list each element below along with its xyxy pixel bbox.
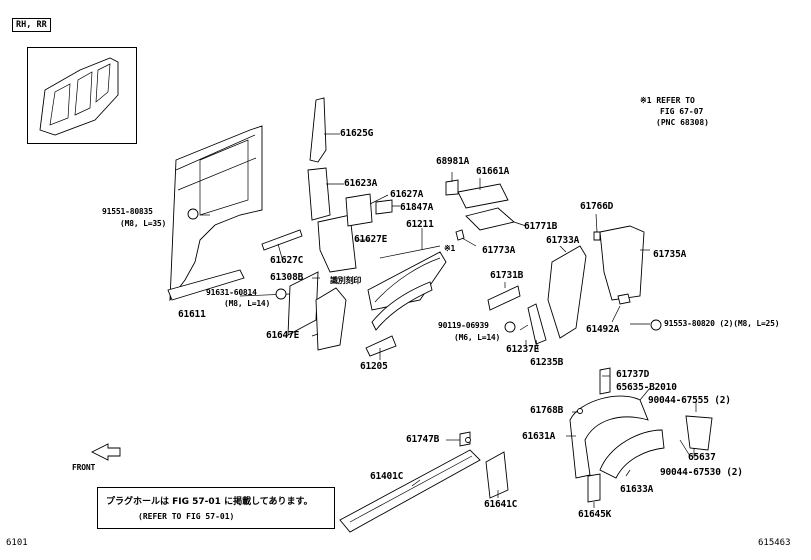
bracket-61205 [365,335,397,357]
panel-61735A [599,225,645,301]
panel-61633A [599,429,665,479]
front-label: FRONT [72,463,96,472]
label-61731B: 61731B [490,270,524,281]
label-61627A: 61627A [390,189,424,200]
wheelhouse-61631A [569,395,649,479]
panel-61623A [307,167,331,221]
label-61308B: 61308B [270,272,304,283]
label-61205: 61205 [360,361,388,372]
bracket-65637 [685,415,713,451]
label-61611: 61611 [178,309,206,320]
wheelhouse-61211 [367,251,447,311]
label-61211: 61211 [406,219,434,230]
label-91551-spec: (M8, L=35) [120,219,167,228]
label-61401C: 61401C [370,471,404,482]
panel-61733A [547,245,587,339]
label-61627C: 61627C [270,255,304,266]
label-61766D: 61766D [580,201,614,212]
bottom-note-box: プラグホールは FIG 57-01 に掲載してあります。 (REFER TO F… [97,487,335,529]
footer-right: 615463 [758,538,791,548]
refer-note-3: (PNC 68308) [656,118,709,127]
panel-61308B [287,271,319,336]
stamp-mark: 識別刻印 [330,276,362,285]
bottom-note-en: (REFER TO FIG 57-01) [138,512,235,521]
label-61625G: 61625G [340,128,374,139]
panel-61647E [315,287,347,351]
leader-lines [200,133,697,508]
label-61661A: 61661A [476,166,510,177]
label-61631A: 61631A [522,431,556,442]
label-61647E: 61647E [266,330,300,341]
label-90119: 90119-06939 [438,321,489,330]
label-91631: 91631-60814 [206,288,257,297]
label-61633A: 61633A [620,484,654,495]
arch-strip [371,281,433,331]
label-65637: 65637 [688,452,716,463]
inset-vehicle-icon [39,57,119,136]
panel-61235B [527,303,547,345]
label-61733A: 61733A [546,235,580,246]
bracket-61641C [485,451,509,499]
label-61235B: 61235B [530,357,564,368]
header-tag: RH, RR [12,18,51,32]
label-61623A: 61623A [344,178,378,189]
label-61645K: 61645K [578,509,612,520]
refer-note-1: ※1 REFER TO [640,96,695,105]
label-61847A: 61847A [400,202,434,213]
label-61735A: 61735A [653,249,687,260]
bracket-61771B [465,207,515,231]
inset-frame [27,47,137,144]
bracket-61847A [375,199,393,215]
label-65635: 65635-B2010 [616,382,677,393]
quarter-panel-61611 [167,125,263,302]
footer-left: 6101 [6,538,28,548]
ref-mark: ※1 [444,244,456,253]
label-90044-67555: 90044-67555 (2) [648,395,731,406]
bracket-61645K [587,473,601,503]
bottom-note-ja: プラグホールは FIG 57-01 に掲載してあります。 [106,497,313,507]
bracket-61731B [487,285,521,311]
bracket-61737D [599,367,611,395]
clip-61766D [593,231,601,241]
clip-68981A [445,179,459,196]
pillar-61625G [309,97,327,163]
bracket-61627A [345,193,373,227]
bracket-61492A [617,293,631,305]
label-61771B: 61771B [524,221,558,232]
front-arrow-icon [90,443,121,461]
label-91551: 91551-80835 [102,207,153,216]
label-61237E: 61237E [506,344,540,355]
label-61641C: 61641C [484,499,518,510]
label-61773A: 61773A [482,245,516,256]
label-90119-spec: (M6, L=14) [454,333,501,342]
fastener-symbols [187,208,662,443]
rocker-61401C [339,449,481,533]
bracket-61661A [457,183,509,209]
refer-note-2: FIG 67-07 [660,107,704,116]
label-61492A: 61492A [586,324,620,335]
clip-61773A [455,229,465,241]
label-61768B: 61768B [530,405,564,416]
label-91631-spec: (M8, L=14) [224,299,271,308]
label-90044-67530: 90044-67530 (2) [660,467,743,478]
label-61747B: 61747B [406,434,440,445]
panel-61627E [317,214,357,273]
label-61737D: 61737D [616,369,650,380]
label-61627E: 61627E [354,234,388,245]
strip-61627C [261,229,303,251]
label-68981A: 68981A [436,156,470,167]
label-91553: 91553-80820 (2)(M8, L=25) [664,319,780,328]
